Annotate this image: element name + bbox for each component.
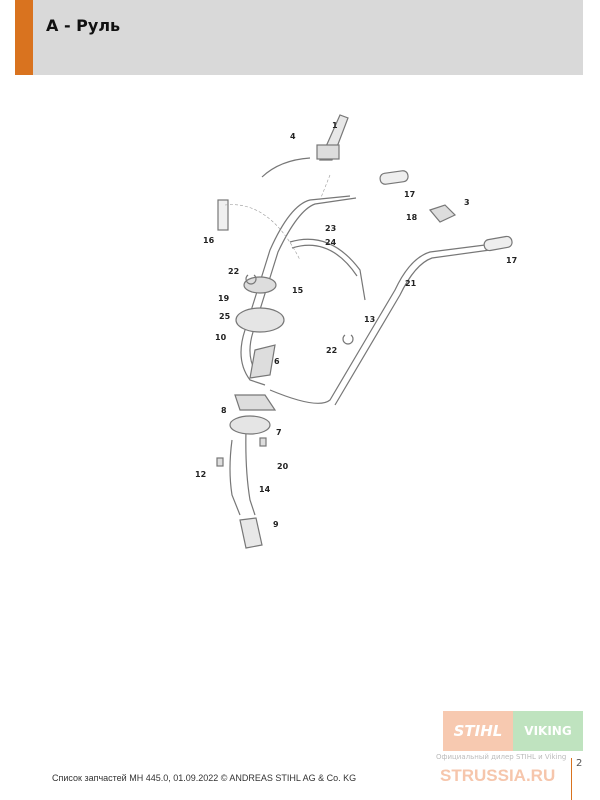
callout: 15 [292, 286, 304, 295]
callout: 22 [228, 267, 239, 276]
callout: 6 [274, 357, 280, 366]
callout: 17 [506, 256, 517, 265]
callout: 22 [326, 346, 337, 355]
callout: 24 [325, 238, 337, 247]
callout: 18 [406, 213, 418, 222]
stihl-viking-logo: STIHL VIKING [443, 711, 583, 751]
callout: 25 [219, 312, 231, 321]
callout: 14 [259, 485, 271, 494]
dealer-text: Официальный дилер STIHL и Viking [436, 753, 567, 761]
site-watermark: STRUSSIA.RU [440, 766, 556, 785]
sleeve-part-9 [239, 517, 263, 549]
callout: 7 [276, 428, 282, 437]
handlebar-right-tube [269, 244, 486, 404]
handlebar-crossbar [289, 238, 366, 301]
callout: 19 [218, 294, 230, 303]
callout: 20 [277, 462, 289, 471]
stihl-logo: STIHL [443, 711, 513, 751]
callout: 13 [364, 315, 375, 324]
column-tube [229, 429, 256, 516]
callout: 4 [290, 132, 296, 141]
callout: 16 [203, 236, 215, 245]
page-title: A - Руль [46, 16, 121, 35]
bracket-part-8 [234, 394, 277, 411]
viking-logo: VIKING [513, 711, 583, 751]
clamp-part-15 [243, 276, 277, 294]
page-number: 2 [576, 758, 583, 769]
callout: 21 [405, 279, 417, 288]
grip-part-17b [483, 235, 513, 252]
header-accent-bar [15, 0, 33, 75]
callout: 12 [195, 470, 206, 479]
footer-text: Список запчастей MH 445.0, 01.09.2022 © … [52, 773, 357, 783]
callout: 10 [215, 333, 227, 342]
handlebar-left-tube [240, 195, 351, 386]
lever-part-3 [428, 204, 457, 223]
callout: 17 [404, 190, 415, 199]
page-divider [571, 758, 572, 800]
callout: 23 [325, 224, 336, 233]
part-6 [249, 344, 276, 379]
callout: 9 [273, 520, 279, 529]
callout: 3 [464, 198, 470, 207]
page-header [15, 0, 583, 75]
callout: 8 [221, 406, 227, 415]
clamp-part-10 [235, 307, 285, 333]
label-part-16 [217, 199, 229, 231]
grip-part-17 [379, 170, 409, 185]
callout: 1 [332, 121, 338, 130]
